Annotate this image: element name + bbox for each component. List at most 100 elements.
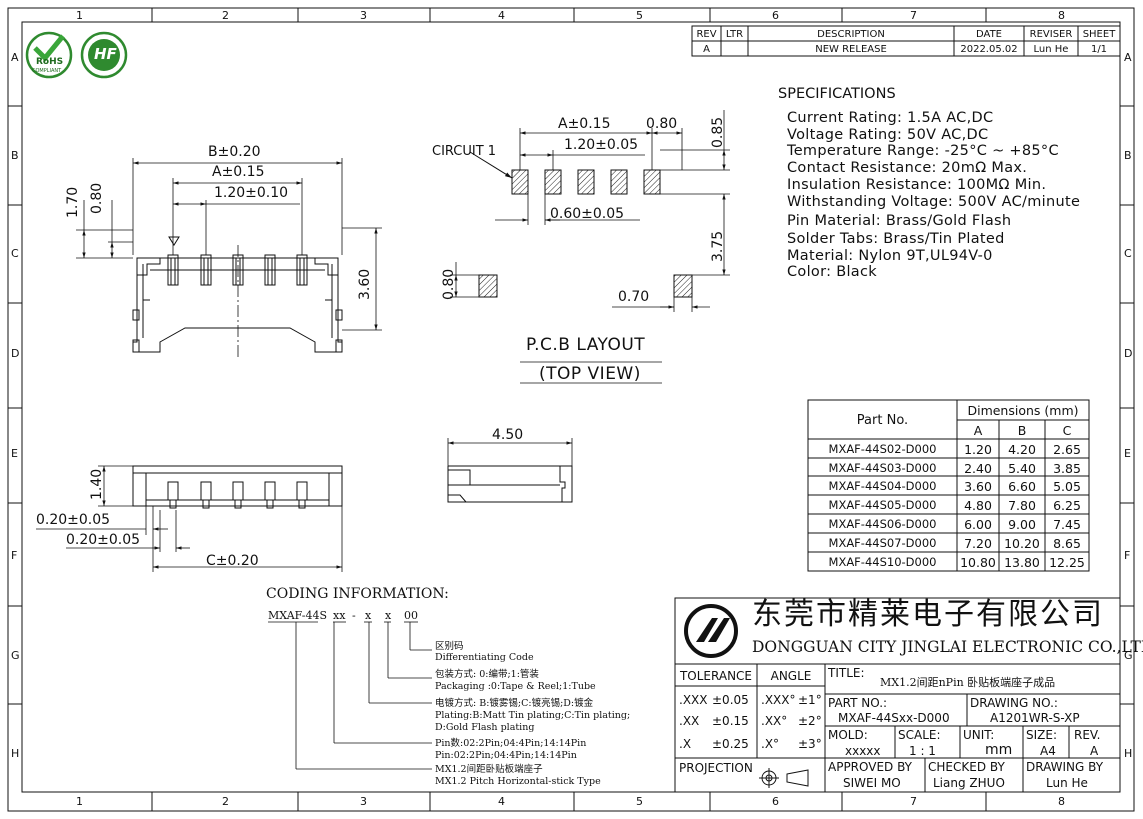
coding-item: MX1.2 Pitch Horizontal-stick Type bbox=[435, 776, 601, 787]
ang-val: ±1° bbox=[798, 693, 822, 707]
pcb-dim-375: 3.75 bbox=[710, 230, 726, 262]
side-dims bbox=[447, 438, 573, 466]
dimension-cell: 6.25 bbox=[1053, 497, 1081, 513]
ltr-header: LTR bbox=[725, 28, 744, 40]
pcb-dim-tab-h: 0.80 bbox=[441, 268, 457, 300]
col-label: 6 bbox=[772, 9, 779, 22]
dimension-cell: 10.20 bbox=[1004, 535, 1040, 551]
coding-item: 包装方式: 0:编带;1:管装 bbox=[435, 669, 539, 680]
col-label: 7 bbox=[910, 9, 917, 22]
description-header: DESCRIPTION bbox=[817, 28, 885, 40]
row-label: E bbox=[11, 447, 18, 460]
spec-line: Temperature Range: -25°C ~ +85°C bbox=[787, 143, 1059, 159]
mold-value: xxxxx bbox=[845, 744, 881, 758]
part-number-cell: MXAF-44S02-D000 bbox=[828, 442, 937, 456]
bottom-dim-c: C±0.20 bbox=[206, 553, 259, 569]
dimension-cell: 13.80 bbox=[1004, 554, 1040, 570]
part-number-cell: MXAF-44S05-D000 bbox=[828, 498, 937, 512]
tol-key: .XX bbox=[679, 714, 700, 728]
pcb-dim-a: A±0.15 bbox=[558, 116, 611, 132]
dim-a: A±0.15 bbox=[212, 164, 265, 180]
size-label: SIZE: bbox=[1026, 728, 1058, 742]
drawing-by-value: Lun He bbox=[1046, 776, 1088, 790]
spec-title: SPECIFICATIONS bbox=[778, 86, 896, 102]
col-label: 1 bbox=[76, 9, 83, 22]
spec-line: Solder Tabs: Brass/Tin Plated bbox=[787, 231, 1005, 247]
row-label: H bbox=[11, 747, 20, 760]
side-view bbox=[447, 465, 573, 503]
drawing-no-label: DRAWING NO.: bbox=[970, 696, 1058, 710]
rev-label: REV. bbox=[1074, 728, 1101, 742]
projection-symbol-icon bbox=[759, 768, 809, 788]
dimensions-header: Dimensions (mm) bbox=[967, 403, 1079, 418]
code-packaging: x bbox=[385, 609, 392, 622]
col-label: 2 bbox=[222, 795, 229, 808]
col-label: 4 bbox=[498, 795, 505, 808]
company-logo-icon bbox=[684, 604, 738, 658]
row-label: D bbox=[11, 347, 20, 360]
col-label: 2 bbox=[222, 9, 229, 22]
dimension-cell: 2.40 bbox=[964, 460, 992, 476]
mold-label: MOLD: bbox=[828, 728, 868, 742]
spec-line: Material: Nylon 9T,UL94V-0 bbox=[787, 248, 993, 264]
col-label: 5 bbox=[636, 9, 643, 22]
row-label: D bbox=[1124, 347, 1133, 360]
border-column-ticks bbox=[151, 8, 987, 811]
tol-val: ±0.15 bbox=[712, 714, 749, 728]
ang-key: .XX° bbox=[761, 714, 788, 728]
spec-line: Current Rating: 1.5A AC,DC bbox=[787, 110, 994, 126]
pcb-caption: P.C.B LAYOUT bbox=[526, 335, 646, 355]
col-label: 6 bbox=[772, 795, 779, 808]
rev-value: A bbox=[703, 43, 710, 55]
hf-logo-icon bbox=[80, 31, 128, 79]
sheet-header: SHEET bbox=[1082, 28, 1116, 40]
dim-360: 3.60 bbox=[357, 268, 373, 300]
border-row-ticks bbox=[8, 105, 1134, 705]
row-label: H bbox=[1124, 747, 1133, 760]
col-label: 3 bbox=[360, 9, 367, 22]
title-value: MX1.2间距nPin 卧贴板端座子成品 bbox=[880, 676, 1056, 689]
dimension-cell: 7.45 bbox=[1053, 516, 1081, 532]
dimension-cell: 1.20 bbox=[964, 441, 992, 457]
code-pins: xx bbox=[333, 609, 346, 622]
dimension-cell: 4.80 bbox=[964, 497, 992, 513]
ang-key: .XXX° bbox=[761, 693, 796, 707]
unit-label: UNIT: bbox=[963, 728, 995, 742]
ang-key: .X° bbox=[761, 737, 780, 751]
pcb-caption-sub: (TOP VIEW) bbox=[539, 364, 641, 384]
row-label: E bbox=[1124, 447, 1131, 460]
dimension-cell: 2.65 bbox=[1053, 441, 1081, 457]
coding-title: CODING INFORMATION: bbox=[266, 586, 449, 602]
row-label: C bbox=[1124, 247, 1132, 260]
code-dash: - bbox=[352, 609, 356, 622]
part-no-label: PART NO.: bbox=[828, 696, 888, 710]
dim-080: 0.80 bbox=[89, 182, 105, 214]
bottom-dim-d2: 0.20±0.05 bbox=[66, 532, 141, 548]
circuit-label: CIRCUIT 1 bbox=[432, 144, 497, 159]
checked-value: Liang ZHUO bbox=[933, 776, 1005, 790]
title-label: TITLE: bbox=[828, 666, 865, 680]
bottom-dim-140: 1.40 bbox=[89, 468, 105, 500]
pcb-dims bbox=[450, 110, 730, 384]
coding-leaders bbox=[268, 621, 432, 770]
pcb-dim-pad: 0.60±0.05 bbox=[550, 206, 625, 222]
dimension-cell: 6.00 bbox=[964, 516, 992, 532]
col-b-header: B bbox=[1017, 422, 1027, 438]
side-dim-450: 4.50 bbox=[492, 427, 524, 443]
row-label: A bbox=[11, 51, 19, 64]
checked-label: CHECKED BY bbox=[928, 760, 1005, 774]
tol-val: ±0.25 bbox=[712, 737, 749, 751]
pcb-dim-080: 0.80 bbox=[646, 116, 678, 132]
dimension-cell: 12.25 bbox=[1049, 554, 1085, 570]
rohs-sub: COMPLIANT bbox=[32, 68, 62, 74]
dimension-cell: 8.65 bbox=[1053, 535, 1081, 551]
dimension-cell: 9.00 bbox=[1008, 516, 1036, 532]
col-label: 4 bbox=[498, 9, 505, 22]
tol-val: ±0.05 bbox=[712, 693, 749, 707]
rohs-logo-icon bbox=[25, 31, 73, 79]
rev-value: A bbox=[1090, 744, 1099, 758]
row-label: G bbox=[11, 649, 20, 662]
part-number-cell: MXAF-44S07-D000 bbox=[828, 536, 937, 550]
spec-line: Withstanding Voltage: 500V AC/minute bbox=[787, 194, 1081, 210]
projection-label: PROJECTION bbox=[679, 761, 753, 775]
